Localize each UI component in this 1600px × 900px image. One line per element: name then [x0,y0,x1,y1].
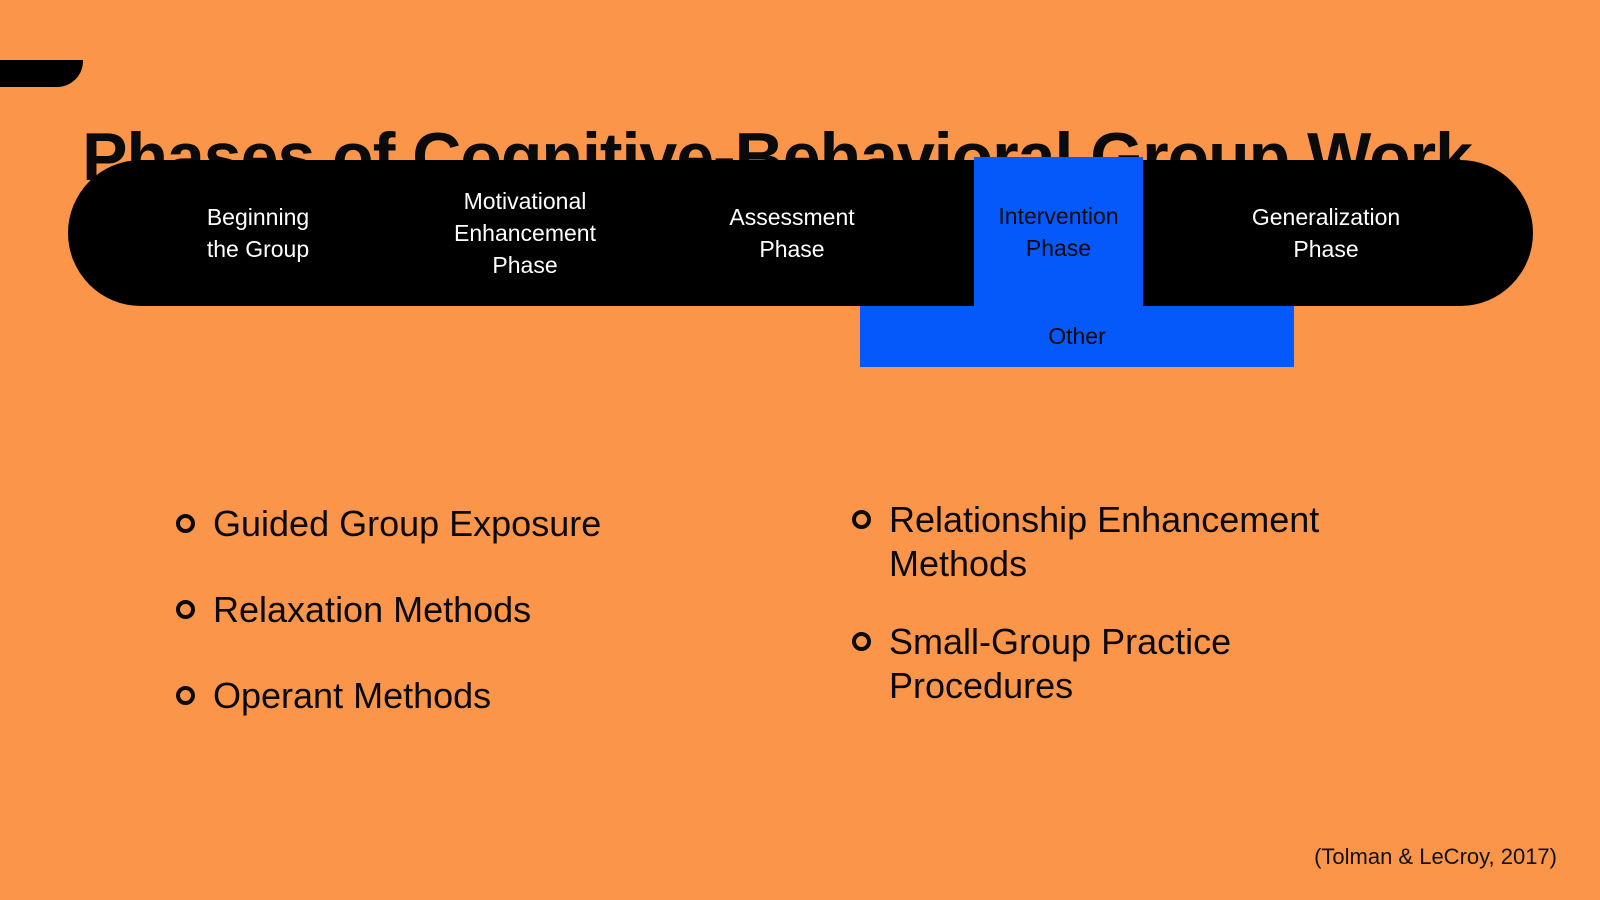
other-label: Other [1048,323,1106,349]
phase-bar: Beginning the Group Motivational Enhance… [68,160,1533,306]
list-item: Guided Group Exposure [176,502,601,546]
bullet-circle-icon [852,632,871,651]
list-item-label: Guided Group Exposure [213,503,602,544]
list-item: Small-Group Practice Procedures [852,620,1372,708]
bullet-circle-icon [176,686,195,705]
list-item-label: Small-Group Practice Procedures [889,621,1232,706]
list-item: Relaxation Methods [176,588,601,632]
phase-label-generalization: Generalization Phase [1251,204,1401,262]
bullet-circle-icon [852,510,871,529]
decorative-corner-mark [0,60,83,87]
list-item: Relationship Enhancement Methods [852,498,1372,586]
bullet-circle-icon [176,600,195,619]
bullet-list-left: Guided Group Exposure Relaxation Methods… [176,502,601,760]
list-item-label: Relaxation Methods [213,589,532,630]
list-item-label: Relationship Enhancement Methods [889,499,1320,584]
phase-label-beginning-the-group: Beginning the Group [206,204,310,262]
phase-label-intervention: Intervention Phase [998,202,1119,261]
bullet-list-right: Relationship Enhancement Methods Small-G… [852,498,1372,742]
phase-label-assessment: Assessment Phase [729,204,855,262]
list-item-label: Operant Methods [213,675,492,716]
citation: (Tolman & LeCroy, 2017) [1314,844,1557,869]
list-item: Operant Methods [176,674,601,718]
phase-label-motivational-enhancement: Motivational Enhancement Phase [454,188,596,278]
bullet-circle-icon [176,514,195,533]
other-box: Other [860,306,1294,367]
